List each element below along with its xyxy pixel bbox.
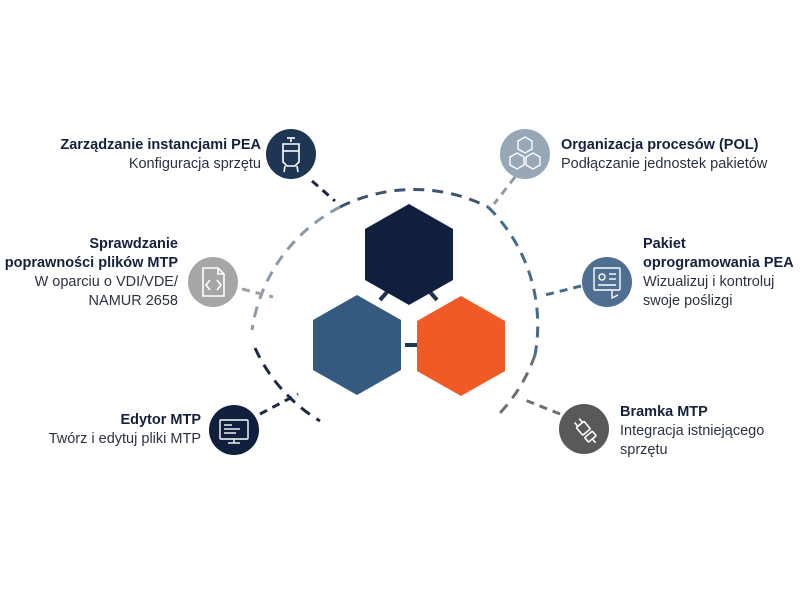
ring-segment-right	[486, 205, 540, 356]
process-modules-icon	[500, 129, 550, 179]
connector-pea-package	[544, 284, 582, 297]
ring-segment-left	[253, 347, 321, 423]
desc-mtp-gateway: Integracja istniejącego sprzętu	[620, 423, 765, 458]
label-pea-instances: Zarządzanie instancjami PEA Konfiguracja…	[1, 136, 261, 174]
label-mtp-gateway: Bramka MTP Integracja istniejącego sprzę…	[620, 403, 790, 460]
desc-pea-instances: Konfiguracja sprzętu	[128, 156, 261, 172]
editor-screen-icon	[209, 405, 259, 455]
desc-pol: Podłączanie jednostek pakietów	[561, 156, 768, 172]
label-pea-package: Pakiet oprogramowania PEA Wizualizuj i k…	[643, 235, 798, 311]
reactor-vessel-icon	[266, 129, 316, 179]
desc-mtp-editor: Twórz i edytuj pliki MTP	[48, 431, 201, 447]
label-mtp-editor: Edytor MTP Twórz i edytuj pliki MTP	[0, 411, 201, 449]
desc-mtp-validation: W oparciu o VDI/VDE/ NAMUR 2658	[34, 274, 178, 309]
connector-mtp-editor	[259, 392, 299, 416]
hexagon-bottom-right	[417, 296, 505, 396]
connector-pea-instances	[311, 179, 336, 203]
code-file-icon	[188, 257, 238, 307]
title-pea-package: Pakiet oprogramowania PEA	[643, 236, 794, 271]
ring-segment-upper-left	[250, 205, 341, 331]
ring-segment-lower-right	[498, 354, 537, 415]
ring-segment-top	[339, 188, 489, 209]
connector-pol	[492, 176, 517, 205]
hexagon-top	[365, 204, 453, 305]
label-mtp-validation: Sprawdzanie poprawności plików MTP W opa…	[0, 235, 178, 311]
title-mtp-editor: Edytor MTP	[120, 412, 201, 428]
hexagon-bottom-left	[313, 295, 401, 395]
title-mtp-gateway: Bramka MTP	[620, 404, 708, 420]
title-mtp-validation: Sprawdzanie poprawności plików MTP	[4, 236, 178, 271]
label-pol: Organizacja procesów (POL) Podłączanie j…	[561, 136, 797, 174]
title-pea-instances: Zarządzanie instancjami PEA	[60, 137, 261, 153]
control-panel-icon	[582, 257, 632, 307]
connector-mtp-gateway	[524, 398, 561, 416]
plug-connector-icon	[559, 404, 609, 454]
title-pol: Organizacja procesów (POL)	[561, 137, 759, 153]
desc-pea-package: Wizualizuj i kontroluj swoje poślizgi	[643, 274, 775, 309]
connector-mtp-validation	[241, 287, 274, 299]
